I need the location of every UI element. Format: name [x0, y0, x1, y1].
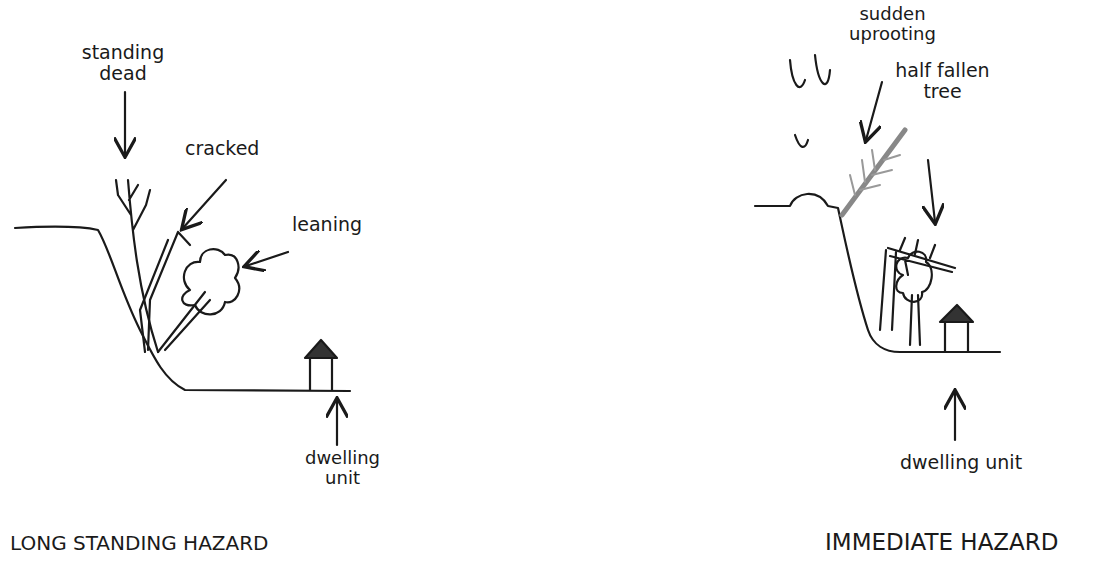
label-text: IMMEDIATE HAZARD: [825, 530, 1059, 555]
leader-arrow: [928, 160, 935, 222]
leader-arrow: [954, 392, 956, 440]
broken-trunk: [880, 250, 896, 330]
leader-arrow: [183, 180, 226, 228]
slope-ground: [15, 227, 350, 391]
leaning-tree-crown: [182, 249, 239, 314]
tree-trunk: [910, 295, 920, 345]
debris-mark: [790, 55, 830, 147]
leaning-tree: [158, 292, 210, 352]
standing-dead-tree: [116, 180, 158, 352]
leader-arrow: [246, 252, 288, 266]
leader-arrow: [866, 82, 882, 140]
label-text: standing dead: [78, 42, 168, 84]
leader-arrow: [336, 400, 338, 445]
dwelling-roof: [940, 305, 973, 322]
label-text: sudden uprooting: [835, 4, 950, 44]
leader-arrow: [124, 92, 126, 155]
dwelling-hut: [310, 357, 332, 390]
label-text: leaning: [292, 214, 362, 235]
label-text: LONG STANDING HAZARD: [10, 532, 269, 554]
uprooted-tree: [842, 130, 905, 215]
dwelling-hut: [945, 320, 968, 352]
label-text: dwelling unit: [300, 448, 385, 488]
label-text: half fallen tree: [880, 60, 1005, 102]
slope-ground: [755, 194, 1000, 352]
dwelling-roof: [305, 340, 337, 358]
half-fallen-tree: [888, 238, 955, 275]
uprooted-branches: [850, 150, 900, 195]
standing-tree: [896, 252, 932, 302]
cracked-tree: [140, 232, 190, 352]
label-text: cracked: [185, 138, 259, 159]
label-text: dwelling unit: [900, 452, 1022, 473]
